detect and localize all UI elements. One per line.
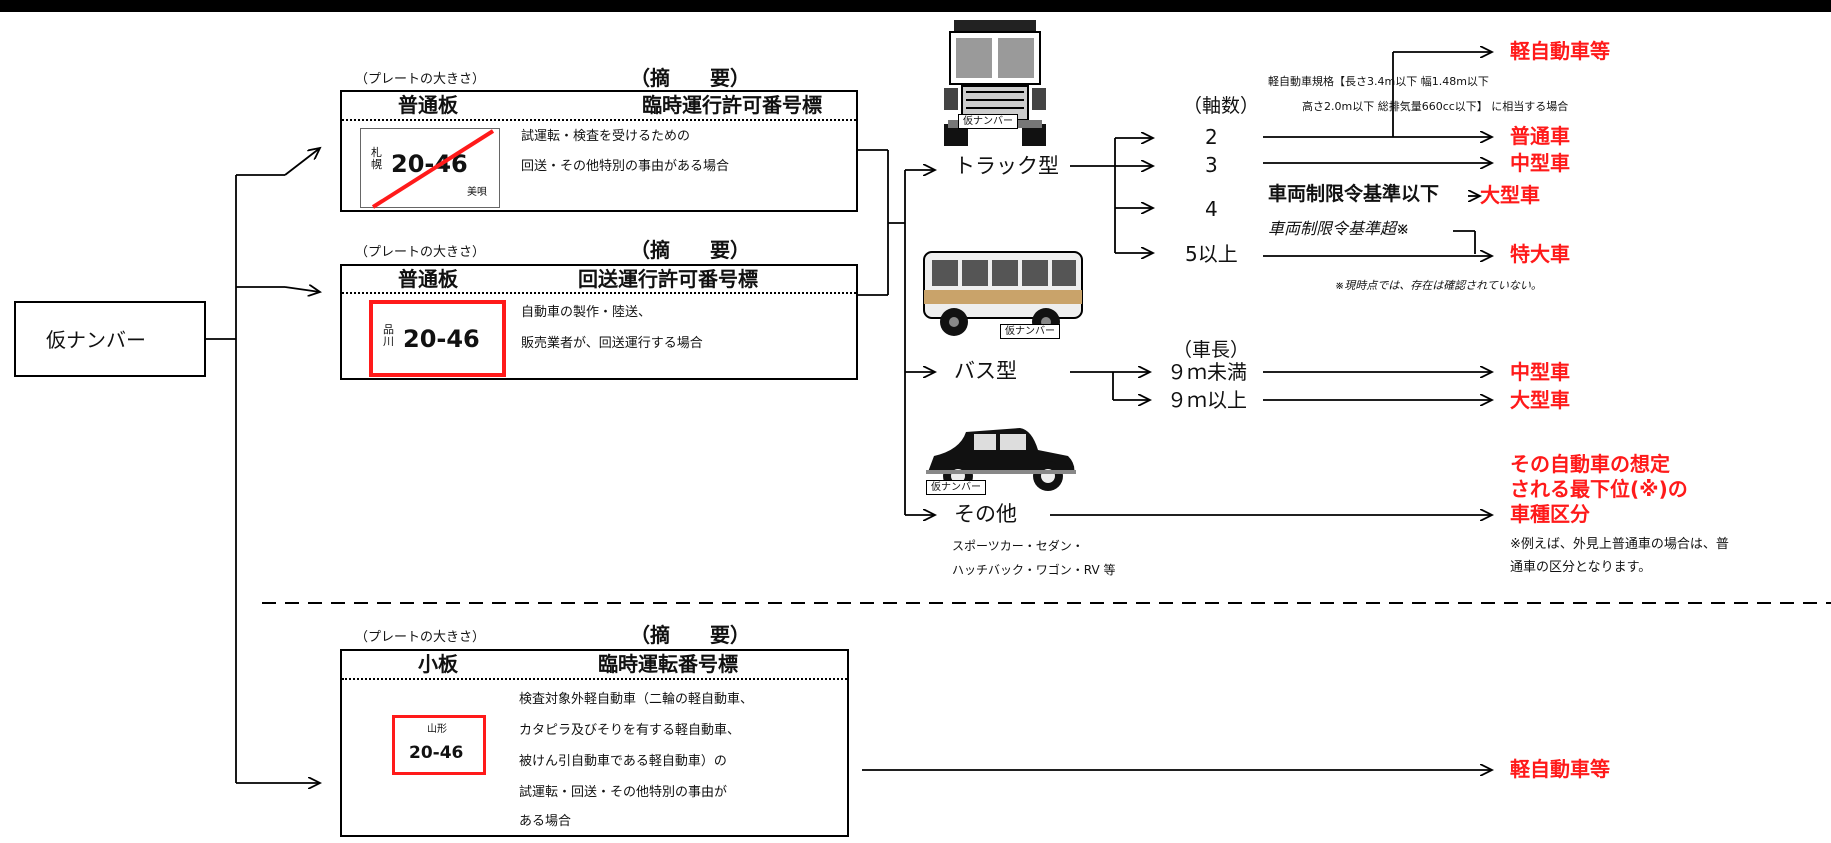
plate-region: 品川 <box>383 323 394 349</box>
axle-count: 3 <box>1205 153 1218 177</box>
karinumber-tag: 仮ナンバー <box>926 480 986 495</box>
plate-size-caption: （プレートの大きさ） <box>355 245 486 260</box>
size-label: 小板 <box>418 652 458 676</box>
summary-caption: （摘 要） <box>630 66 750 90</box>
box-desc-line: 検査対象外軽自動車（二輪の軽自動車、 <box>519 692 754 707</box>
box-desc-line: 販売業者が、回送運行する場合 <box>521 336 703 351</box>
size-label: 普通板 <box>398 93 458 117</box>
other-note-line: ハッチバック・ワゴン・RV 等 <box>952 563 1116 577</box>
result-other-line: その自動車の想定 <box>1510 452 1670 476</box>
bus-length: ９ｍ未満 <box>1167 360 1247 384</box>
result-futsu: 普通車 <box>1510 124 1570 148</box>
truck-icon: 仮ナンバー <box>940 14 1050 153</box>
summary-caption: （摘 要） <box>630 623 750 647</box>
result-other-line: 車種区分 <box>1510 502 1590 526</box>
plate-size-caption: （プレートの大きさ） <box>355 630 486 645</box>
root-box: 仮ナンバー <box>14 301 206 377</box>
plate-size-caption: （プレートの大きさ） <box>355 72 486 87</box>
kei-rule-line: 高さ2.0m以下 総排気量660cc以下】 に相当する場合 <box>1302 100 1569 113</box>
result-kei-small-plate: 軽自動車等 <box>1510 757 1610 781</box>
result-ogata: 大型車 <box>1480 183 1540 207</box>
box-title: 回送運行許可番号標 <box>578 267 758 291</box>
plate-number: 20-46 <box>403 325 480 353</box>
bus-icon: 仮ナンバー <box>918 240 1088 349</box>
other-label: その他 <box>954 502 1017 526</box>
box-title: 臨時運転番号標 <box>598 652 738 676</box>
box-desc-line: 回送・その他特別の事由がある場合 <box>521 159 730 174</box>
box-desc-line: ある場合 <box>519 814 572 829</box>
result-tokudai: 特大車 <box>1510 242 1570 266</box>
limit-above-label: 車両制限令基準超※ <box>1268 219 1410 238</box>
bus-length: ９ｍ以上 <box>1167 388 1247 412</box>
box-divider <box>342 678 847 680</box>
root-label: 仮ナンバー <box>46 328 146 352</box>
other-note-line: スポーツカー・セダン・ <box>952 539 1084 553</box>
box-desc-line: 自動車の製作・陸送、 <box>521 305 652 320</box>
summary-caption: （摘 要） <box>630 238 750 262</box>
axle-count: 4 <box>1205 197 1218 221</box>
kei-rule-line: 軽自動車規格【長さ3.4m以下 幅1.48m以下 <box>1268 75 1489 88</box>
result-kei: 軽自動車等 <box>1510 39 1610 63</box>
result-other-line: される最下位(※)の <box>1510 477 1688 501</box>
box-divider <box>342 292 856 294</box>
car-icon: 仮ナンバー <box>920 420 1080 499</box>
bus-label: バス型 <box>954 359 1017 383</box>
plate-region: 山形 <box>427 724 447 735</box>
plate-sapporo: 札幌 20-46 美唄 <box>360 128 500 209</box>
axle-header: （軸数） <box>1183 95 1260 117</box>
axle-count: 5以上 <box>1185 242 1238 266</box>
box-divider <box>342 119 856 121</box>
plate-yamagata: 山形 20-46 <box>392 715 486 775</box>
truck-footnote: ※現時点では、存在は確認されていない。 <box>1335 279 1542 292</box>
plate-region: 札幌 <box>371 146 382 172</box>
result-bus-chugata: 中型車 <box>1510 360 1570 384</box>
plate-shinagawa: 品川 20-46 <box>369 300 506 377</box>
limit-below-label: 車両制限令基準以下 <box>1268 183 1440 205</box>
axle-count: 2 <box>1205 125 1218 149</box>
plate-sub: 美唄 <box>467 187 487 198</box>
box-desc-line: 被けん引自動車である軽自動車）の <box>519 754 727 769</box>
top-border-bar <box>0 0 1831 12</box>
void-slash <box>371 129 495 209</box>
box-desc-line: カタピラ及びそりを有する軽自動車、 <box>519 723 741 738</box>
truck-label: トラック型 <box>954 154 1059 178</box>
plate-number: 20-46 <box>409 743 464 763</box>
result-bus-ogata: 大型車 <box>1510 388 1570 412</box>
length-header: （車長） <box>1173 339 1250 361</box>
result-chugata: 中型車 <box>1510 151 1570 175</box>
box-desc-line: 試運転・回送・その他特別の事由が <box>519 785 728 800</box>
result-other-note: ※例えば、外見上普通車の場合は、普 <box>1510 537 1729 552</box>
box-desc-line: 試運転・検査を受けるための <box>521 129 691 144</box>
karinumber-tag: 仮ナンバー <box>1000 324 1060 339</box>
karinumber-tag: 仮ナンバー <box>958 114 1018 129</box>
size-label: 普通板 <box>398 267 458 291</box>
box-title: 臨時運行許可番号標 <box>642 93 822 117</box>
result-other-note: 通車の区分となります。 <box>1510 560 1652 575</box>
